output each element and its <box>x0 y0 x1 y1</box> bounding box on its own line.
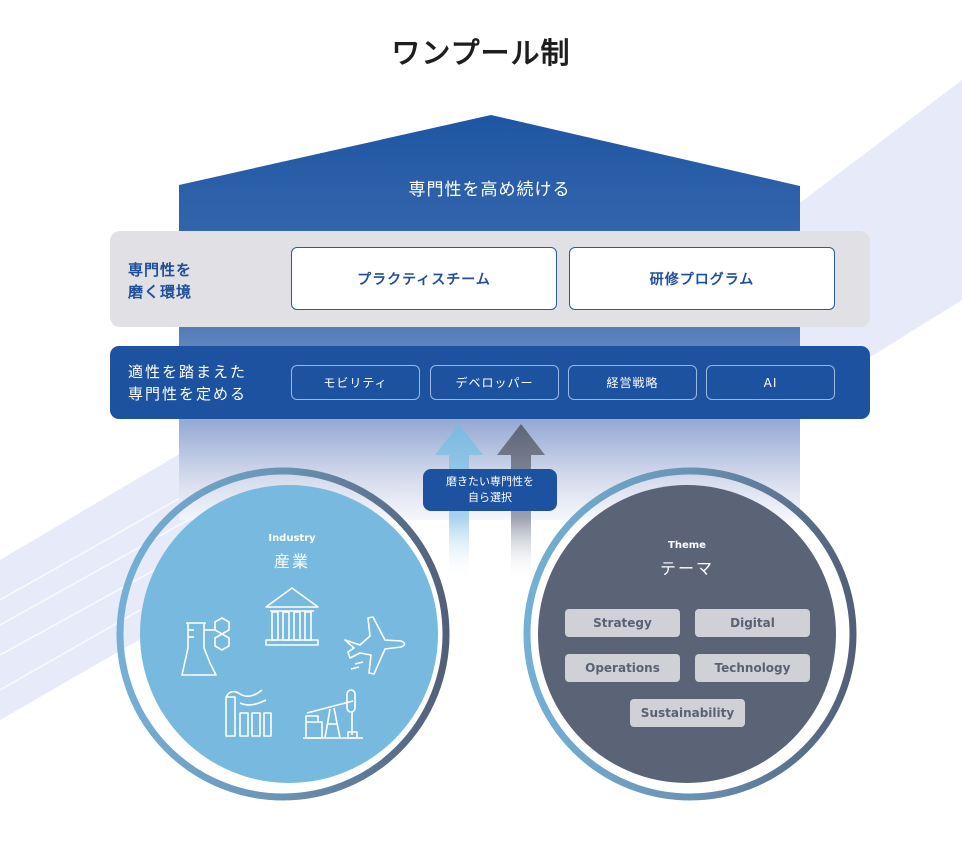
chemistry-icon <box>181 617 230 676</box>
self-selection-line1: 磨きたい専門性を <box>446 475 534 488</box>
specialty-band <box>110 346 870 419</box>
specialty-mobility-button[interactable]: モビリティ <box>291 365 420 400</box>
theme-subtitle: Theme <box>668 540 706 551</box>
roof-label: 専門性を高め続ける <box>408 180 571 200</box>
factory-icon <box>225 689 272 737</box>
airplane-icon <box>344 616 406 675</box>
specialty-label: 適性を踏まえた 専門性を定める <box>128 361 288 405</box>
page-title: ワンプール制 <box>391 36 571 70</box>
environment-label-line1: 専門性を <box>128 261 193 279</box>
theme-operations[interactable]: Operations <box>565 654 680 682</box>
industry-title: 産業 <box>273 552 310 571</box>
bank-icon <box>265 587 319 646</box>
theme-technology[interactable]: Technology <box>695 654 810 682</box>
self-selection-badge: 磨きたい専門性を 自ら選択 <box>423 469 557 511</box>
theme-ring <box>523 467 857 801</box>
specialty-strategy-button[interactable]: 経営戦略 <box>568 365 697 400</box>
environment-label: 専門性を 磨く環境 <box>128 259 268 303</box>
practice-team-box[interactable]: プラクティスチーム <box>291 247 557 310</box>
oil-pump-icon <box>303 689 363 739</box>
theme-strategy[interactable]: Strategy <box>565 609 680 637</box>
specialty-ai-button[interactable]: AI <box>706 365 835 400</box>
specialty-label-line2: 専門性を定める <box>128 385 248 403</box>
training-program-box[interactable]: 研修プログラム <box>569 247 835 310</box>
theme-digital[interactable]: Digital <box>695 609 810 637</box>
specialty-label-line1: 適性を踏まえた <box>128 363 248 381</box>
self-selection-line2: 自ら選択 <box>468 491 512 504</box>
specialty-developer-button[interactable]: デベロッパー <box>430 365 559 400</box>
theme-circle <box>538 485 836 783</box>
theme-sustainability[interactable]: Sustainability <box>630 699 745 727</box>
industry-subtitle: Industry <box>268 533 316 544</box>
industry-ring <box>116 467 450 801</box>
environment-label-line2: 磨く環境 <box>128 283 193 301</box>
theme-title: テーマ <box>659 559 714 578</box>
